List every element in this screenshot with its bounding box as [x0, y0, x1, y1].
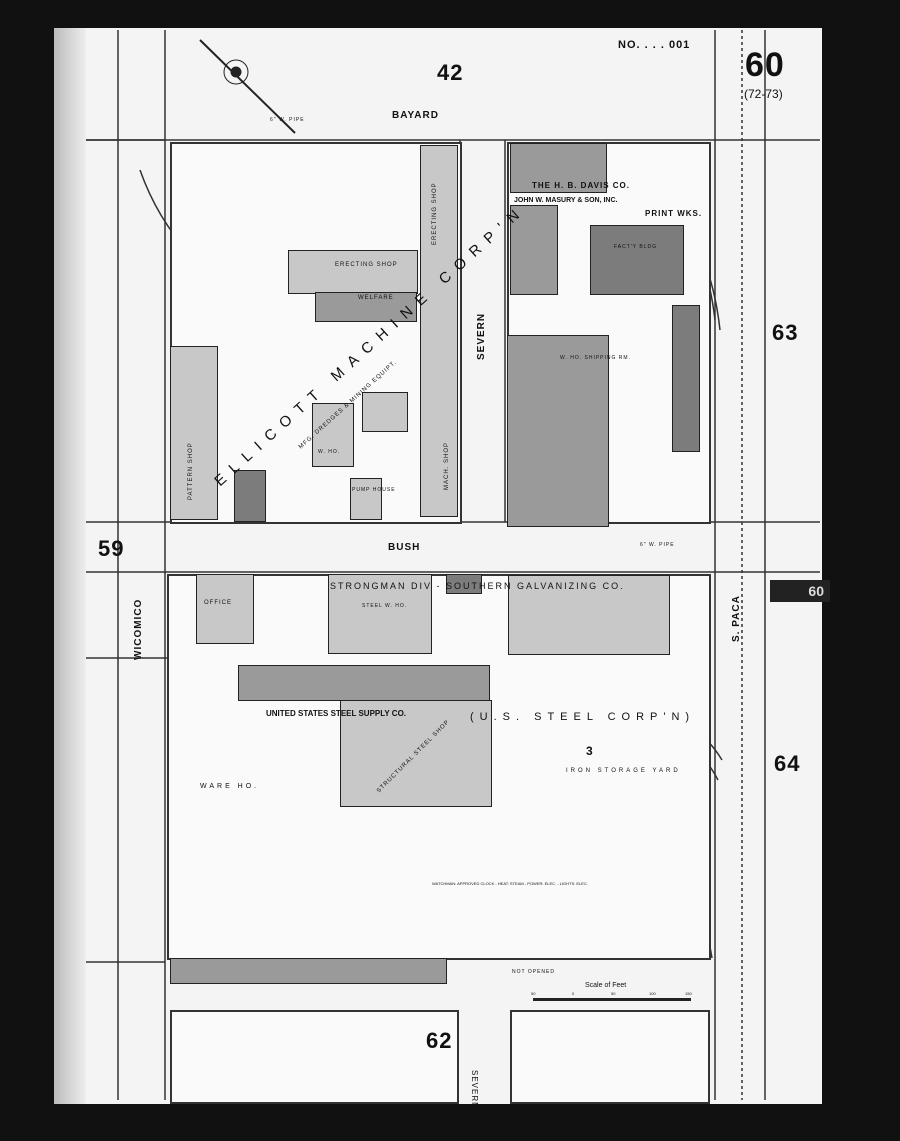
street-bayard: BAYARD [392, 110, 439, 121]
label-shipping-rm: W. HO. SHIPPING RM. [560, 355, 631, 361]
label-hb-davis: THE H. B. DAVIS CO. [532, 181, 630, 190]
block-62-east [510, 1010, 710, 1104]
w-ho-building [312, 403, 354, 467]
davis-building-c [510, 205, 558, 295]
adjacent-sheet-64: 64 [774, 751, 801, 776]
pipe-note-top: 6" W. PIPE [270, 117, 305, 123]
street-severn-st: SEVERN ST [470, 1070, 479, 1125]
scale-tick: 0 [572, 991, 575, 996]
galvanizing-factory-building [508, 575, 670, 655]
steel-supply-shed [238, 665, 490, 701]
label-w-ho: W. HO. [318, 449, 341, 455]
pump-house-building [350, 478, 382, 520]
watchman-note: WATCHMAN: APPROVED CLOCK - HEAT: STEAM -… [432, 881, 588, 886]
label-pump-house: PUMP HOUSE [352, 487, 396, 493]
street-s-paca: S. PACA [731, 595, 742, 642]
scale-bar: Scale of Feet 50 0 50 100 150 [531, 982, 693, 1002]
sheet-sub-pages: (72-73) [744, 87, 783, 101]
adjacent-sheet-63: 63 [772, 320, 799, 345]
shipping-warehouse-building [507, 335, 609, 527]
structural-steel-shop-building [340, 700, 492, 807]
label-erecting-shop: ERECTING SHOP [335, 262, 398, 268]
label-factory-bldg: FACT'Y BLDG [614, 244, 657, 250]
small-office-building [446, 574, 482, 594]
pattern-shop-building [170, 346, 218, 520]
strongman-building [328, 574, 432, 654]
adjacent-sheet-62: 62 [426, 1028, 453, 1053]
label-mach-shop: MACH. SHOP [444, 441, 450, 490]
street-wicomico: WICOMICO [133, 598, 144, 660]
label-masury: JOHN W. MASURY & SON, INC. [514, 197, 618, 204]
stencil-factory-building [672, 305, 700, 452]
street-severn: SEVERN [476, 312, 487, 360]
label-print-wks: PRINT WKS. [645, 209, 703, 218]
paper-edge [54, 28, 86, 1104]
adjacent-sheet-42: 42 [437, 60, 464, 85]
scale-tick: 50 [531, 991, 536, 996]
label-office: OFFICE [204, 600, 232, 606]
not-opened-note: NOT OPENED [512, 969, 555, 975]
sheet-number: 60 [745, 46, 785, 84]
sheet-tab[interactable]: 60 [770, 580, 830, 602]
label-lot-number: 3 [586, 744, 594, 758]
erecting-shop-building-2 [288, 250, 418, 294]
label-us-steel-corp: (U.S. STEEL CORP'N) [470, 711, 696, 723]
office-building [196, 574, 254, 644]
label-welfare: WELFARE [358, 295, 394, 301]
scale-tick: 50 [611, 991, 616, 996]
label-us-steel-supply: UNITED STATES STEEL SUPPLY CO. [266, 709, 407, 718]
compass-rose-icon [199, 39, 296, 134]
label-iron-storage: IRON STORAGE YARD [566, 768, 681, 774]
street-bush: BUSH [388, 542, 421, 553]
erecting-shop-building [420, 145, 458, 517]
pipe-note-bush: 6" W. PIPE [640, 542, 675, 548]
volume-note: NO. . . . 001 [618, 39, 691, 51]
label-erecting-shop-2: ERECTING SHOP [432, 182, 438, 245]
label-pattern-shop: PATTERN SHOP [188, 442, 194, 500]
scale-tick: 150 [685, 991, 692, 996]
scale-line [533, 998, 691, 1001]
davis-building-d [510, 143, 607, 193]
block-62-west [170, 1010, 459, 1104]
label-ware-ho: WARE HO. [200, 783, 260, 790]
south-shed-building [170, 958, 447, 984]
boiler-building [234, 470, 266, 522]
blr-building [362, 392, 408, 432]
label-steel-w-ho: STEEL W. HO. [362, 603, 408, 609]
scale-tick: 100 [649, 991, 656, 996]
adjacent-sheet-59: 59 [98, 536, 125, 561]
label-strongman: STRONGMAN DIV - SOUTHERN GALVANIZING CO. [330, 581, 625, 591]
welfare-building [315, 292, 417, 322]
masury-factory-building [590, 225, 684, 295]
scale-title: Scale of Feet [585, 982, 627, 989]
